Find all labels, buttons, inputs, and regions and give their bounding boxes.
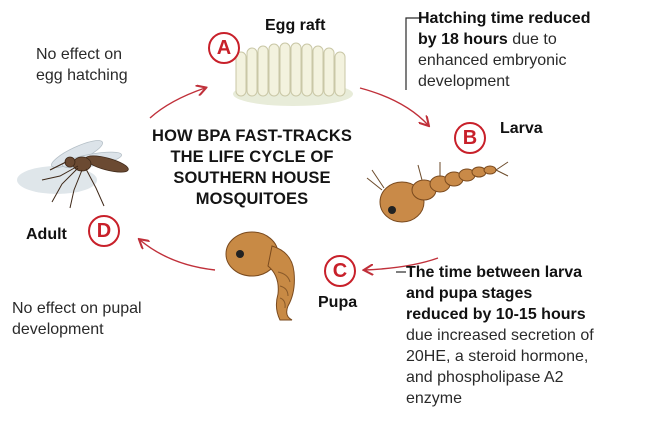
- note-line: No effect on pupal: [12, 298, 142, 319]
- note-larva-pupa-time: The time between larva and pupa stages r…: [406, 262, 650, 409]
- pupa-illustration: [222, 224, 318, 324]
- note-bold-line: reduced by 10-15 hours: [406, 306, 586, 323]
- note-bold-line: Hatching time reduced: [418, 10, 590, 27]
- note-line: No effect on: [36, 44, 128, 65]
- stage-b-badge: B: [454, 122, 486, 154]
- note-hatching-time: Hatching time reduced by 18 hours due to…: [418, 8, 648, 92]
- title-line: HOW BPA FAST-TRACKS: [138, 126, 366, 147]
- note-bold-line: The time between larva: [406, 264, 582, 281]
- stage-b-name: Larva: [500, 120, 543, 138]
- note-bold-line: by 18 hours: [418, 31, 508, 48]
- arrow-c-to-d: [140, 240, 215, 270]
- stage-a-name: Egg raft: [265, 17, 325, 35]
- title-line: THE LIFE CYCLE OF: [138, 147, 366, 168]
- note-bold-line: and pupa stages: [406, 285, 532, 302]
- stage-d-name: Adult: [26, 226, 67, 244]
- note-line: enzyme: [406, 388, 650, 409]
- larva-illustration: [362, 140, 512, 240]
- stage-c-name: Pupa: [318, 294, 357, 312]
- title-line: MOSQUITOES: [138, 189, 366, 210]
- note-line: due to: [508, 31, 557, 48]
- note-line: development: [418, 71, 648, 92]
- title-line: SOUTHERN HOUSE: [138, 168, 366, 189]
- note-egg-hatching: No effect on egg hatching: [36, 44, 128, 86]
- note-line: 20HE, a steroid hormone,: [406, 346, 650, 367]
- arrow-a-to-b: [360, 88, 428, 125]
- adult-mosquito-illustration: [12, 132, 142, 212]
- note-line: development: [12, 319, 142, 340]
- egg-raft-illustration: [228, 38, 358, 110]
- note-line: enhanced embryonic: [418, 50, 648, 71]
- note-line: and phospholipase A2: [406, 367, 650, 388]
- stage-a-badge: A: [208, 32, 240, 64]
- note-line: due increased secretion of: [406, 325, 650, 346]
- diagram-title: HOW BPA FAST-TRACKS THE LIFE CYCLE OF SO…: [138, 126, 366, 210]
- arrow-d-to-a: [150, 88, 205, 118]
- note-pupal-development: No effect on pupal development: [12, 298, 142, 340]
- stage-c-badge: C: [324, 255, 356, 287]
- note-line: egg hatching: [36, 65, 128, 86]
- stage-d-badge: D: [88, 215, 120, 247]
